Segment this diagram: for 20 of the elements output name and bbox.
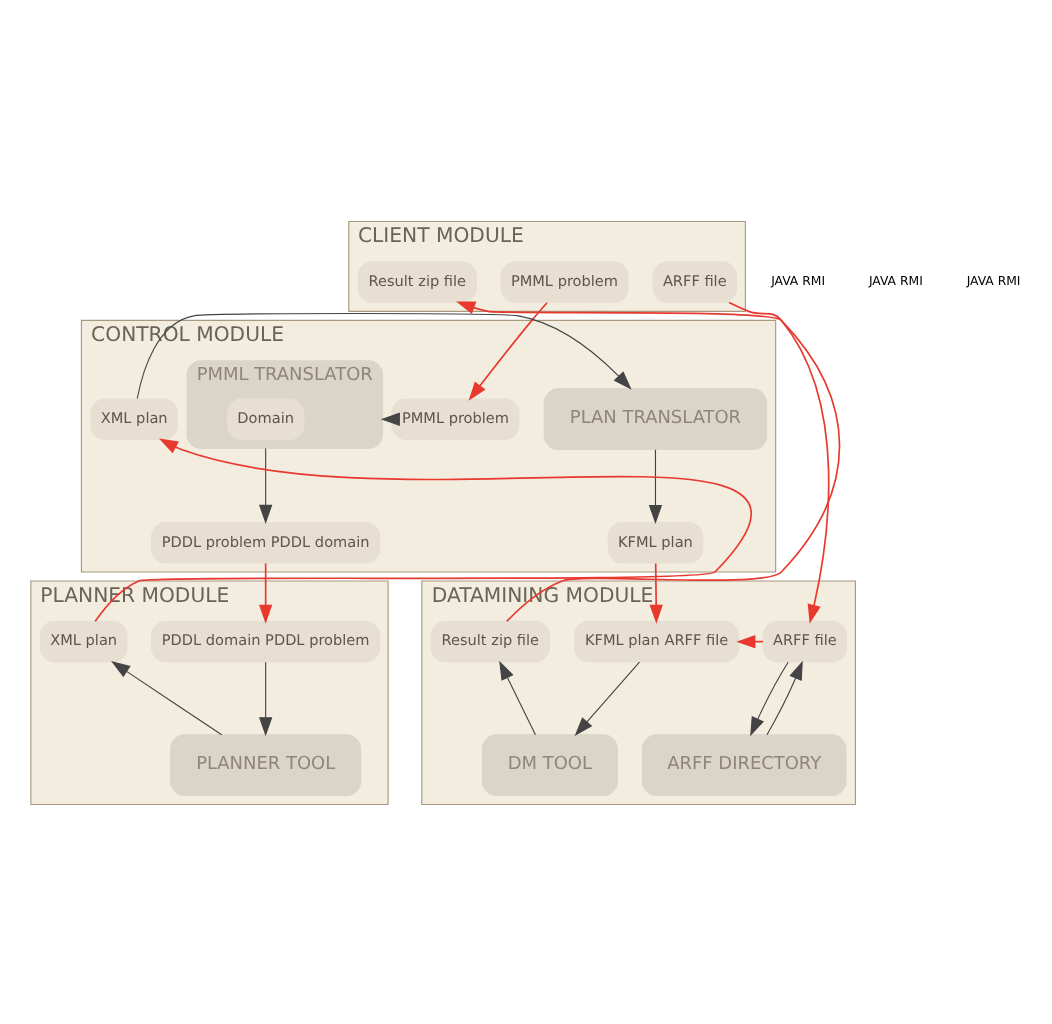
arrow xyxy=(258,446,273,523)
arrow xyxy=(380,411,400,425)
arrow xyxy=(111,660,223,735)
arrow xyxy=(456,300,841,622)
arrow xyxy=(649,561,663,623)
arrow xyxy=(648,448,663,524)
node-box: PLAN TRANSLATOR xyxy=(543,387,768,450)
arrow xyxy=(574,660,640,735)
arrow xyxy=(499,659,536,735)
arrow xyxy=(766,659,803,735)
arrow xyxy=(728,300,830,623)
node-box: DM TOOL xyxy=(481,733,618,796)
node-box: PLANNER TOOL xyxy=(170,733,362,796)
arrow xyxy=(258,660,273,736)
node-box: ARFF DIRECTORY xyxy=(642,733,847,796)
arrow xyxy=(750,660,789,736)
arrow xyxy=(94,437,752,622)
arrow xyxy=(258,561,273,623)
arrow xyxy=(136,311,632,399)
arrow xyxy=(468,300,548,400)
